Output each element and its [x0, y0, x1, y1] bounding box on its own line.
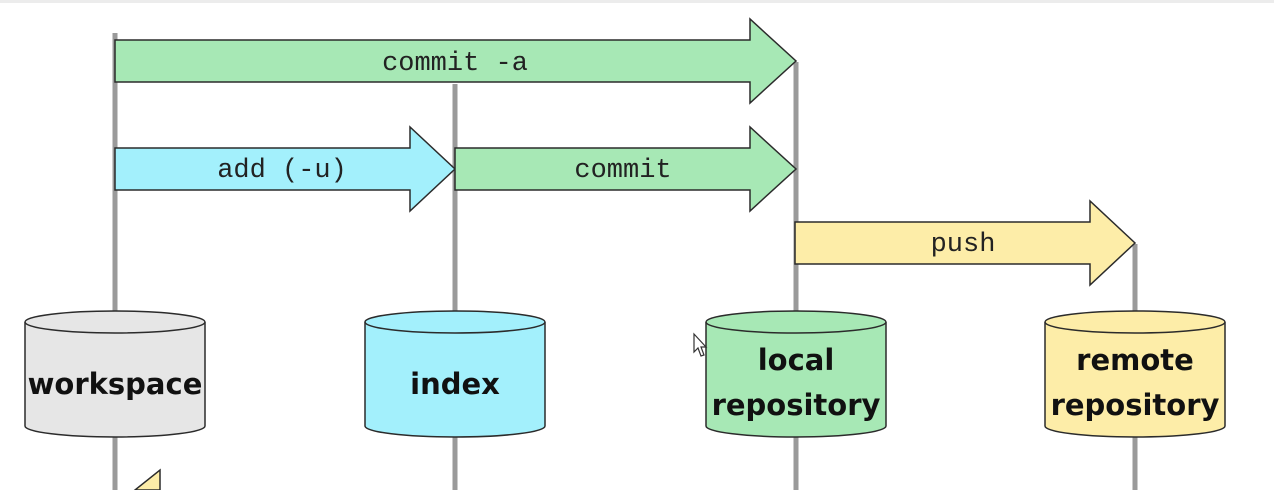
remote-repository-label-line2: repository [1051, 388, 1220, 422]
workspace-cylinder-top [24, 310, 206, 334]
commit-all-arrow: commit -a [114, 17, 798, 105]
workspace-store: workspace [24, 310, 206, 438]
remote-repository-cylinder-top [1044, 310, 1226, 334]
add-arrow-shape [114, 125, 457, 213]
push-arrow-shape [794, 199, 1137, 287]
index-label: index [410, 367, 500, 401]
push-arrow-label: push [931, 230, 996, 260]
commit-arrow: commit [454, 125, 798, 213]
mouse-cursor-icon [693, 332, 708, 357]
commit-all-arrow-shape [114, 17, 798, 105]
commit-arrow-shape [454, 125, 798, 213]
remote-repository-label-line1: remote [1076, 343, 1194, 377]
partial-arrow-head [133, 468, 161, 490]
commit-arrow-label: commit [574, 156, 671, 186]
push-arrow: push [794, 199, 1137, 287]
workspace-label: workspace [28, 367, 203, 401]
remote-repository-store: remote repository [1044, 310, 1226, 438]
local-repository-store: local repository [705, 310, 887, 438]
local-repository-cylinder-body [705, 322, 887, 438]
index-cylinder-body [364, 322, 546, 438]
commit-all-arrow-label: commit -a [382, 49, 528, 79]
local-repository-label-line1: local [758, 343, 835, 377]
index-store: index [364, 310, 546, 438]
workspace-cylinder-body [24, 322, 206, 438]
index-cylinder-top [364, 310, 546, 334]
add-arrow: add (-u) [114, 125, 457, 213]
local-repository-label-line2: repository [712, 388, 881, 422]
remote-repository-cylinder-body [1044, 322, 1226, 438]
add-arrow-label: add (-u) [217, 156, 347, 186]
top-border [0, 0, 1274, 3]
local-repository-cylinder-top [705, 310, 887, 334]
